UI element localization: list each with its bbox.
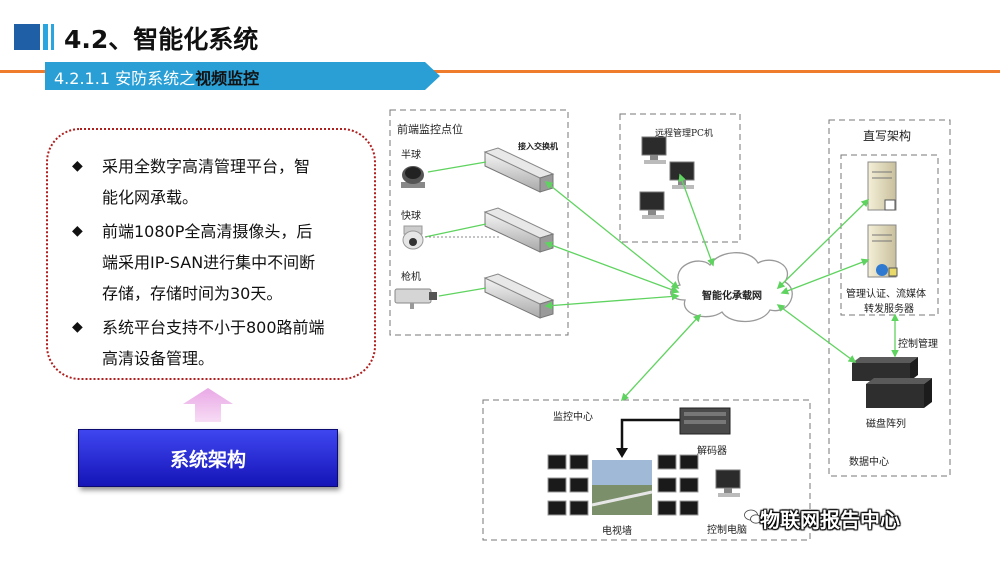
frontend-title: 前端监控点位 [397, 123, 463, 136]
remote-pc-icon [639, 191, 665, 219]
auth-server-label-2: 转发服务器 [864, 304, 914, 315]
cam-speed-label: 快球 [401, 211, 421, 222]
bullet-3-line-1: 系统平台支持不小于800路前端 [102, 318, 325, 337]
bullet-1-line-2: 能化网承载。 [102, 188, 199, 207]
monitor-center-label: 监控中心 [553, 412, 593, 423]
tv-wall-label: 电视墙 [602, 526, 632, 537]
decoder-icon [679, 407, 731, 435]
subtitle-plain: 4.2.1.1 安防系统之 [54, 69, 196, 88]
arrow-head-icon [616, 448, 628, 458]
decoder-label: 解码器 [697, 446, 727, 457]
auth-server-label: 管理认证、流媒体 [846, 289, 926, 300]
camera-link [427, 161, 487, 173]
dome-camera-icon [401, 166, 425, 188]
up-arrow-icon [183, 388, 233, 422]
decoder-output-arrow [620, 418, 680, 452]
speed-dome-camera-icon [402, 225, 424, 250]
cam-dome-label: 半球 [401, 150, 421, 161]
access-switch-icon [483, 207, 555, 253]
remote-pc-icon [669, 161, 695, 189]
access-switch-icon [483, 147, 555, 193]
network-link [620, 313, 702, 402]
switch-label: 接入交换机 [518, 141, 558, 151]
subtitle: 4.2.1.1 安防系统之视频监控 [54, 65, 259, 89]
bullet-item-1: 采用全数字高清管理平台，智 能化网承载。 [102, 151, 382, 213]
bullet-3-line-2: 高清设备管理。 [102, 349, 215, 368]
remote-pc-icon [641, 136, 667, 164]
header-divider [0, 70, 1000, 73]
page-title: 4.2、智能化系统 [64, 25, 259, 54]
diamond-bullet-icon: ◆ [72, 158, 83, 174]
camera-link [424, 223, 487, 238]
network-link [776, 304, 857, 363]
diamond-bullet-icon: ◆ [72, 319, 83, 335]
network-link [544, 292, 680, 310]
control-pc-icon [715, 469, 741, 497]
network-link [678, 173, 715, 267]
network-link [780, 258, 870, 295]
remote-pc-group [619, 113, 741, 243]
control-mgmt-label: 控制管理 [898, 339, 938, 350]
title-accent-bar [43, 24, 48, 50]
disk-array-icon [866, 378, 932, 408]
data-center-label: 数据中心 [849, 457, 889, 468]
subtitle-bold: 视频监控 [195, 69, 260, 88]
direct-write-label: 直写架构 [863, 129, 912, 143]
wechat-icon [744, 509, 762, 524]
subtitle-banner [45, 62, 440, 90]
bullet-item-3: 系统平台支持不小于800路前端 高清设备管理。 [102, 312, 382, 374]
title-accent-bar-thin [51, 24, 54, 50]
network-link [776, 198, 870, 290]
remote-pc-label: 远程管理PC机 [655, 129, 713, 139]
tv-wall-screen [591, 460, 653, 515]
control-pc-label: 控制电脑 [707, 525, 747, 536]
bullet-2-line-3: 存储，存储时间为30天。 [102, 284, 283, 303]
title-accent-block [14, 24, 40, 50]
network-label: 智能化承载网 [702, 291, 762, 302]
bullet-1-line-1: 采用全数字高清管理平台，智 [102, 157, 311, 176]
architecture-diagram [389, 109, 951, 541]
server-icon [867, 161, 897, 211]
network-link [544, 241, 680, 294]
cam-gun-label: 枪机 [401, 272, 421, 283]
server-icon [867, 224, 898, 278]
diamond-bullet-icon: ◆ [72, 223, 83, 239]
access-switch-icon [483, 273, 555, 319]
features-panel [46, 128, 376, 380]
disk-array-label: 磁盘阵列 [866, 419, 906, 430]
bullet-item-2: 前端1080P全高清摄像头，后 端采用IP-SAN进行集中不间断 存储，存储时间… [102, 216, 382, 309]
bullet-2-line-2: 端采用IP-SAN进行集中不间断 [102, 253, 316, 272]
system-architecture-button[interactable]: 系统架构 [78, 429, 338, 487]
tv-wall-monitor-icon [547, 454, 589, 516]
disk-array-icon [852, 357, 918, 381]
bullet-camera-icon [394, 288, 437, 309]
bullet-2-line-1: 前端1080P全高清摄像头，后 [102, 222, 313, 241]
data-center-group [828, 119, 951, 477]
tv-wall-monitor-icon [657, 454, 699, 516]
camera-link [438, 287, 487, 297]
watermark-text: 物联网报告中心 [760, 508, 900, 532]
